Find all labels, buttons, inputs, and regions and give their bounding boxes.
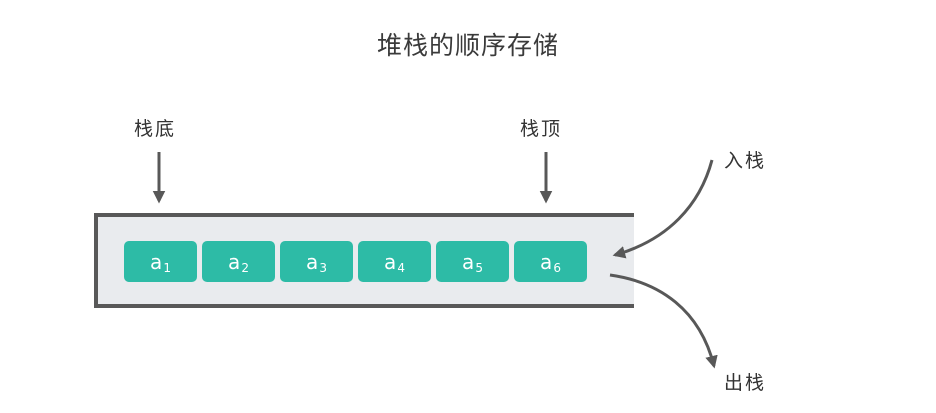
stack-element-2-base: a	[228, 249, 241, 274]
stack-element-5-subscript: 5	[475, 260, 483, 275]
stack-element-5-base: a	[462, 249, 475, 274]
stack-element-4-base: a	[384, 249, 397, 274]
stack-element-1-subscript: 1	[163, 260, 171, 275]
stack-element-6-base: a	[540, 249, 553, 274]
stack-element-3-subscript: 3	[319, 260, 327, 275]
stack-element-4-subscript: 4	[397, 260, 405, 275]
pop-label: 出栈	[724, 372, 767, 394]
push-label: 入栈	[724, 150, 767, 172]
stack-bottom-label: 栈底	[134, 118, 177, 140]
stack-element-1-base: a	[150, 249, 163, 274]
stack-element-2-subscript: 2	[241, 260, 249, 275]
pop-arrow	[609, 273, 718, 369]
diagram-title: 堆栈的顺序存储	[376, 31, 559, 60]
stack-element-6-subscript: 6	[553, 260, 561, 275]
stack-element-3-base: a	[306, 249, 319, 274]
stack-top-label: 栈顶	[520, 118, 563, 140]
push-arrow	[612, 159, 714, 259]
